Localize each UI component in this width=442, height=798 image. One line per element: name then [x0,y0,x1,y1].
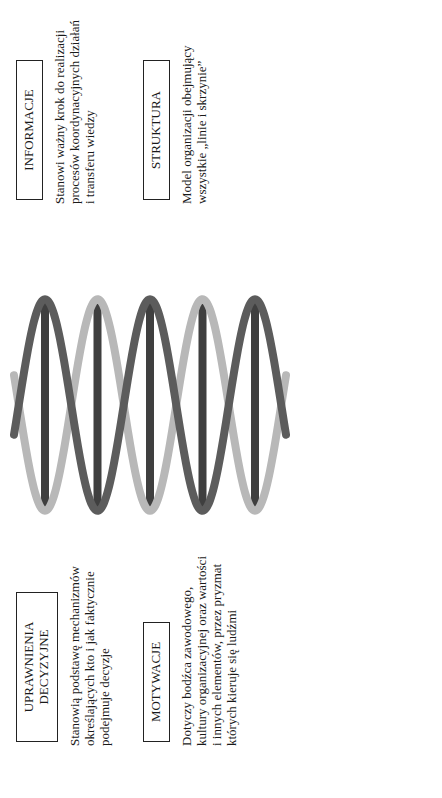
box-description: Stanowi ważny krok do realizacji procesó… [53,19,98,204]
box-heading: MOTYWACJE [143,622,170,742]
concept-box: INFORMACJE Stanowi ważny krok do realizac… [16,19,98,204]
helix-strand [14,299,286,510]
helix-strand [14,299,286,510]
box-heading: UPRAWNIENIA DECYZYJNE [16,592,58,742]
box-heading: STRUKTURA [143,60,170,200]
helix-rung [251,299,259,511]
concept-box: STRUKTURA Model organizacji obejmujący ws… [143,19,210,204]
helix-rung [146,299,154,511]
box-description: Stanowią podstawę mechanizmów określając… [68,554,113,746]
helix-rung [94,299,102,511]
box-heading: INFORMACJE [16,60,43,200]
box-description: Model organizacji obejmujący wszystkie „… [180,19,210,204]
concept-box: MOTYWACJE Dotyczy bodźca zawodowego, kult… [143,551,240,746]
helix-rung [41,299,49,511]
helix-rung [199,299,207,511]
concept-box: UPRAWNIENIA DECYZYJNEStanowią podstawę m… [16,554,113,746]
box-description: Dotyczy bodźca zawodowego, kultury organ… [180,551,240,746]
